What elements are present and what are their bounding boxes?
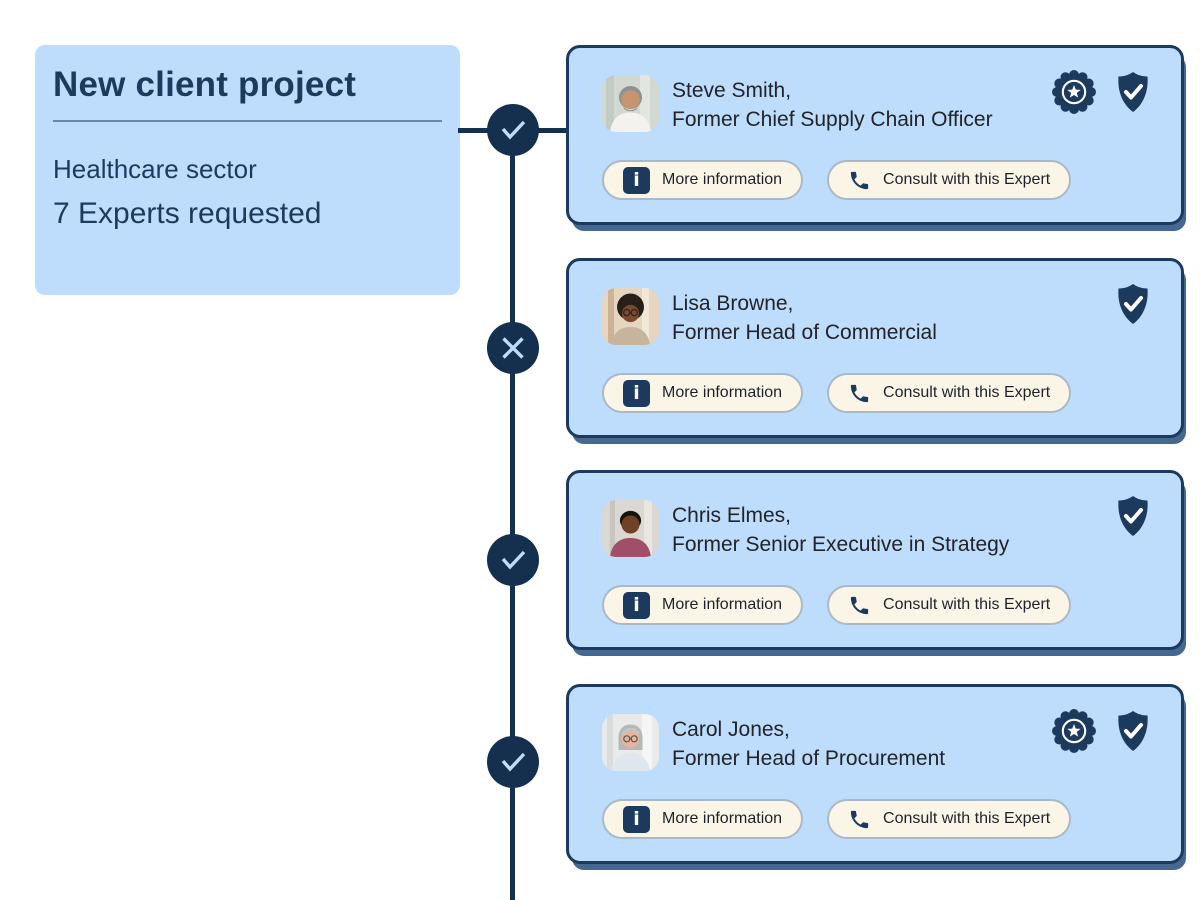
more-information-label: More information [662, 810, 783, 827]
consult-expert-button[interactable]: Consult with this Expert [827, 585, 1072, 625]
expert-card: Lisa Browne, Former Head of Commercial i… [566, 258, 1184, 438]
consult-label: Consult with this Expert [883, 171, 1051, 188]
consult-expert-button[interactable]: Consult with this Expert [827, 799, 1072, 839]
expert-title: Former Senior Executive in Strategy [672, 533, 1010, 556]
award-badge-icon [1051, 708, 1097, 754]
expert-title: Former Head of Procurement [672, 747, 946, 770]
experts-requested-count: 7 Experts requested [53, 197, 322, 230]
check-icon [501, 120, 526, 140]
phone-icon [850, 596, 869, 614]
consult-label: Consult with this Expert [883, 596, 1051, 613]
consult-expert-button[interactable]: Consult with this Expert [827, 373, 1072, 413]
timeline-node-approved-1 [487, 104, 539, 156]
project-title: New client project [53, 65, 357, 104]
expert-name: Carol Jones, [672, 718, 790, 741]
timeline-node-rejected-2 [487, 322, 539, 374]
more-information-button[interactable]: i More information [602, 799, 804, 839]
expert-photo [602, 500, 659, 557]
project-panel: New client project Healthcare sector 7 E… [35, 45, 460, 295]
consult-label: Consult with this Expert [883, 384, 1051, 401]
check-icon [501, 752, 526, 772]
timeline-node-approved-3 [487, 534, 539, 586]
expert-card: Chris Elmes, Former Senior Executive in … [566, 470, 1184, 650]
info-icon: i [623, 379, 650, 407]
verified-shield-icon [1116, 709, 1150, 753]
phone-icon [850, 810, 869, 828]
more-information-button[interactable]: i More information [602, 373, 804, 413]
verified-shield-icon [1116, 282, 1150, 326]
expert-photo [602, 714, 659, 771]
info-icon: i [623, 805, 650, 833]
award-badge-icon [1051, 69, 1097, 115]
project-sector: Healthcare sector [53, 154, 257, 184]
expert-card: Carol Jones, Former Head of Procurement … [566, 684, 1184, 864]
cross-icon [502, 337, 524, 359]
expert-name: Steve Smith, [672, 79, 792, 102]
expert-title: Former Head of Commercial [672, 321, 937, 344]
timeline-line [510, 130, 515, 900]
phone-icon [850, 171, 869, 189]
verified-shield-icon [1116, 494, 1150, 538]
timeline-node-approved-4 [487, 736, 539, 788]
expert-photo [602, 75, 659, 132]
consult-expert-button[interactable]: Consult with this Expert [827, 160, 1072, 200]
expert-card: Steve Smith, Former Chief Supply Chain O… [566, 45, 1184, 225]
expert-name: Lisa Browne, [672, 292, 794, 315]
phone-icon [850, 384, 869, 402]
consult-label: Consult with this Expert [883, 810, 1051, 827]
more-information-label: More information [662, 384, 783, 401]
info-icon: i [623, 591, 650, 619]
info-icon: i [623, 166, 650, 194]
more-information-button[interactable]: i More information [602, 585, 804, 625]
more-information-button[interactable]: i More information [602, 160, 804, 200]
more-information-label: More information [662, 596, 783, 613]
panel-divider [53, 120, 442, 122]
more-information-label: More information [662, 171, 783, 188]
expert-name: Chris Elmes, [672, 504, 792, 527]
verified-shield-icon [1116, 70, 1150, 114]
expert-photo [602, 288, 659, 345]
check-icon [501, 550, 526, 570]
expert-title: Former Chief Supply Chain Officer [672, 108, 993, 131]
